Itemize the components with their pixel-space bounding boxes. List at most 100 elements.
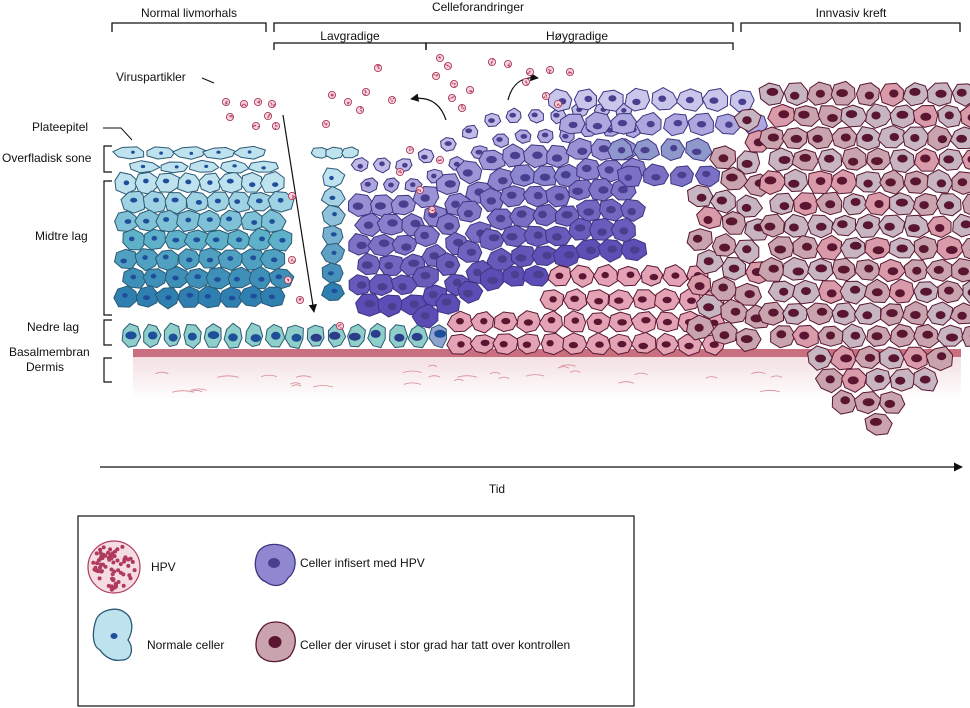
infected-cell bbox=[367, 233, 396, 257]
infected-cell bbox=[620, 238, 648, 262]
cancer-cell bbox=[686, 273, 712, 296]
cancer-cell bbox=[793, 105, 821, 127]
cancer-cell bbox=[782, 256, 811, 281]
cancer-cell bbox=[877, 125, 905, 149]
basal-cell bbox=[306, 324, 325, 347]
hpv-particle bbox=[361, 87, 371, 97]
superficial-cell bbox=[189, 159, 220, 173]
infected-cell bbox=[676, 88, 704, 112]
infected-cell bbox=[509, 164, 536, 187]
cancer-cell bbox=[815, 368, 844, 394]
hpv-particle bbox=[431, 71, 441, 81]
transformed-cell bbox=[547, 264, 572, 287]
cancer-cell bbox=[769, 192, 795, 215]
cancer-cell bbox=[912, 366, 939, 392]
infected-cell bbox=[651, 87, 679, 111]
hpv-particle bbox=[335, 321, 345, 331]
normal-cell bbox=[154, 287, 180, 310]
cancer-cell bbox=[784, 168, 809, 192]
normal-cell bbox=[142, 190, 168, 214]
transformed-cell bbox=[585, 289, 610, 312]
hpv-icon-body bbox=[87, 540, 141, 594]
cancer-cell bbox=[914, 148, 940, 172]
basal-cell bbox=[284, 324, 304, 349]
cancer-cell bbox=[888, 237, 917, 259]
cancer-cell bbox=[817, 148, 843, 173]
hpv-particle bbox=[343, 97, 353, 107]
normal-cell bbox=[228, 191, 252, 213]
cancer-cell bbox=[864, 413, 893, 436]
infected-cell bbox=[568, 217, 595, 241]
superficial-cell bbox=[160, 161, 189, 174]
transformed-cell bbox=[616, 265, 642, 287]
cancer-cell bbox=[926, 215, 952, 238]
cancer-cell bbox=[805, 302, 835, 326]
normal-cell bbox=[247, 227, 274, 252]
cancer-cell bbox=[925, 258, 953, 282]
normal-cell bbox=[122, 228, 147, 251]
legend-box bbox=[77, 515, 635, 707]
cancer-cell bbox=[864, 191, 891, 216]
normal-cell bbox=[178, 248, 202, 271]
infected-cell bbox=[585, 111, 613, 135]
label-dermis: Dermis bbox=[26, 360, 64, 374]
cancer-cell bbox=[879, 391, 906, 414]
legend: HPV Normale celler Celler infisert med H… bbox=[77, 515, 635, 707]
cancer-cell bbox=[831, 257, 856, 282]
infected-cell bbox=[390, 194, 417, 216]
normal-cell-nucleus-icon bbox=[110, 633, 118, 639]
cancer-cell bbox=[831, 214, 857, 237]
cancer-cell bbox=[767, 103, 796, 128]
transformed-cell bbox=[608, 311, 634, 333]
hpv-particle bbox=[545, 65, 555, 75]
normal-cell bbox=[120, 190, 147, 214]
label-virus-particles: Viruspartikler bbox=[116, 70, 186, 84]
basal-cell bbox=[367, 322, 386, 349]
superficial-cell bbox=[112, 146, 145, 160]
infected-cell bbox=[411, 303, 439, 329]
superficial-cell bbox=[325, 146, 345, 160]
transformed-cell bbox=[469, 334, 496, 354]
basal-cell bbox=[121, 323, 142, 348]
infected-cell bbox=[590, 138, 615, 161]
leader-squamous bbox=[103, 127, 133, 141]
infected-cell bbox=[670, 165, 694, 188]
transformed-cell bbox=[516, 310, 542, 334]
superficial-cell bbox=[129, 160, 161, 174]
transformed-cell bbox=[593, 264, 619, 287]
infected-cell bbox=[597, 239, 626, 263]
cancer-cell bbox=[758, 301, 784, 326]
infected-cell bbox=[643, 163, 670, 187]
infected-cell bbox=[694, 165, 721, 188]
cancer-cell bbox=[841, 146, 867, 171]
cancer-cell bbox=[830, 345, 857, 371]
cancer-cell bbox=[854, 213, 880, 238]
infected-cell bbox=[523, 144, 551, 169]
normal-cell bbox=[259, 286, 286, 308]
hpv-particle bbox=[251, 121, 261, 131]
cancer-cell bbox=[962, 193, 970, 216]
transformed-cell bbox=[446, 310, 474, 333]
infected-cell bbox=[545, 225, 573, 247]
cancer-cell bbox=[840, 104, 868, 128]
cancer-cell bbox=[818, 280, 844, 304]
legend-taken-over-label: Celler der viruset i stor grad har tatt … bbox=[300, 638, 570, 652]
infected-cell bbox=[501, 224, 527, 248]
hpv-particle bbox=[267, 99, 277, 109]
hpv-particle bbox=[553, 99, 563, 109]
hpv-particle bbox=[435, 155, 445, 165]
normal-cell bbox=[267, 191, 295, 213]
normal-cell bbox=[217, 171, 244, 194]
cancer-cell bbox=[839, 237, 866, 259]
cancer-cell bbox=[770, 325, 796, 349]
infected-cell bbox=[527, 109, 544, 124]
normal-cell bbox=[320, 242, 346, 266]
infected-cell bbox=[478, 149, 506, 171]
transformed-cell bbox=[655, 332, 680, 356]
bracket-invasive bbox=[740, 22, 961, 32]
infected-cell bbox=[547, 88, 573, 112]
infected-cell bbox=[597, 89, 624, 112]
cancer-cell bbox=[830, 169, 858, 195]
infected-cell bbox=[348, 233, 374, 256]
normal-cell bbox=[248, 266, 271, 290]
